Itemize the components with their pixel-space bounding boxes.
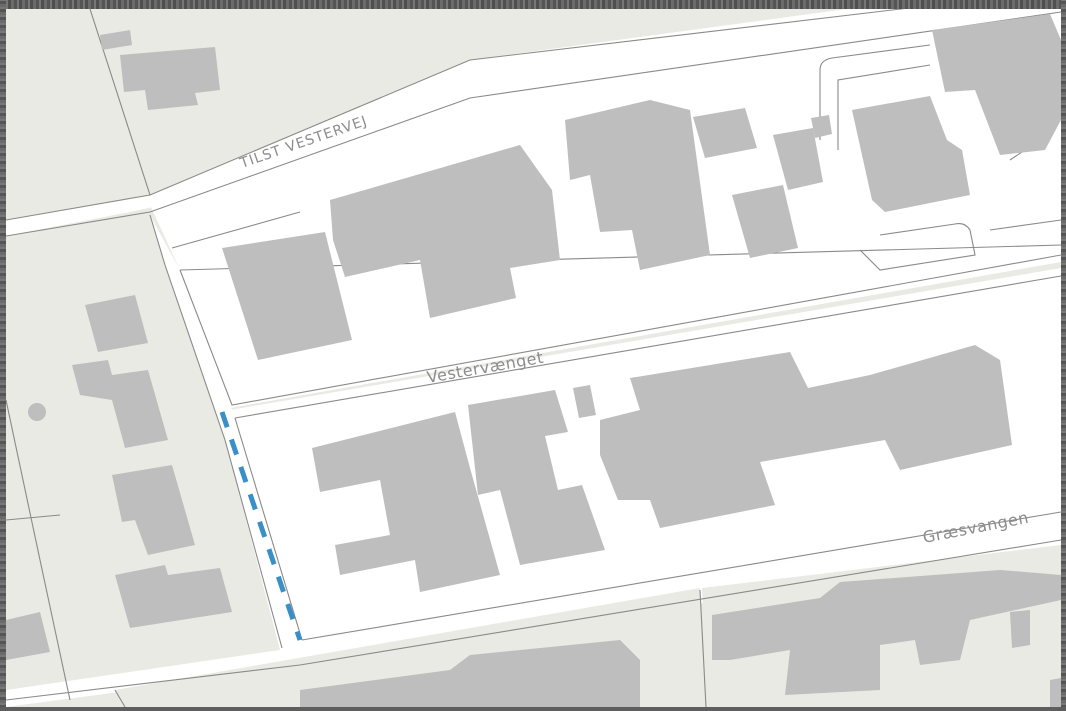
building-south-4 bbox=[600, 345, 1012, 528]
building-residential-2 bbox=[120, 47, 220, 110]
frame-border-top bbox=[0, 0, 1066, 9]
building-west-round bbox=[28, 403, 46, 421]
frame-border-right bbox=[1061, 0, 1066, 711]
boundary-line-lower-b bbox=[114, 689, 126, 707]
boundary-line-tilst-south bbox=[6, 11, 1061, 237]
boundary-line-west-c bbox=[6, 399, 71, 701]
boundary-line-tilst-north bbox=[6, 9, 906, 221]
building-bottom-3 bbox=[1010, 610, 1030, 648]
building-west-2 bbox=[72, 360, 168, 448]
boundary-line-short-spur bbox=[171, 211, 301, 249]
building-north-1 bbox=[222, 232, 352, 360]
building-residential-1 bbox=[100, 30, 132, 50]
boundary-line-block-south-west bbox=[234, 417, 303, 641]
building-north-6 bbox=[811, 115, 832, 138]
building-north-5 bbox=[773, 128, 823, 190]
building-north-7 bbox=[732, 185, 798, 258]
building-bottom-1 bbox=[300, 640, 640, 707]
road-west-strip bbox=[150, 215, 300, 650]
land-parcel-upper-left bbox=[6, 9, 150, 235]
building-south-2 bbox=[468, 390, 605, 565]
building-bottom-2 bbox=[712, 570, 1061, 695]
boundary-line-lower-divider bbox=[699, 589, 707, 707]
boundary-line-graesvangen-north bbox=[301, 511, 1061, 641]
building-north-3 bbox=[565, 100, 710, 270]
route-highlight-dashed[interactable] bbox=[219, 411, 303, 641]
building-west-3 bbox=[112, 465, 195, 555]
building-north-4 bbox=[693, 108, 757, 158]
boundary-line-vestervaenget-south bbox=[234, 275, 1061, 419]
road-graesvangen bbox=[6, 515, 1061, 707]
boundary-line-graesvangen-south bbox=[6, 539, 1061, 701]
boundary-line-west-a bbox=[89, 9, 151, 196]
frame-border-left bbox=[0, 0, 6, 711]
building-west-1 bbox=[85, 295, 148, 352]
building-west-4 bbox=[115, 565, 232, 628]
boundary-line-west-b bbox=[149, 214, 283, 649]
building-north-10 bbox=[1040, 68, 1061, 102]
building-bottom-4 bbox=[1050, 678, 1061, 707]
frame-border-bottom bbox=[0, 707, 1066, 711]
building-south-1 bbox=[312, 412, 500, 592]
building-north-2 bbox=[330, 145, 560, 318]
building-north-8 bbox=[852, 96, 970, 212]
boundary-line-block-north bbox=[179, 254, 1061, 406]
building-north-9 bbox=[932, 14, 1061, 155]
building-south-3 bbox=[573, 385, 596, 418]
boundary-line-west-d bbox=[6, 514, 61, 521]
map-canvas[interactable]: TILST VESTERVEJ Vestervænget Græsvangen bbox=[6, 9, 1061, 707]
building-west-5 bbox=[6, 612, 50, 660]
